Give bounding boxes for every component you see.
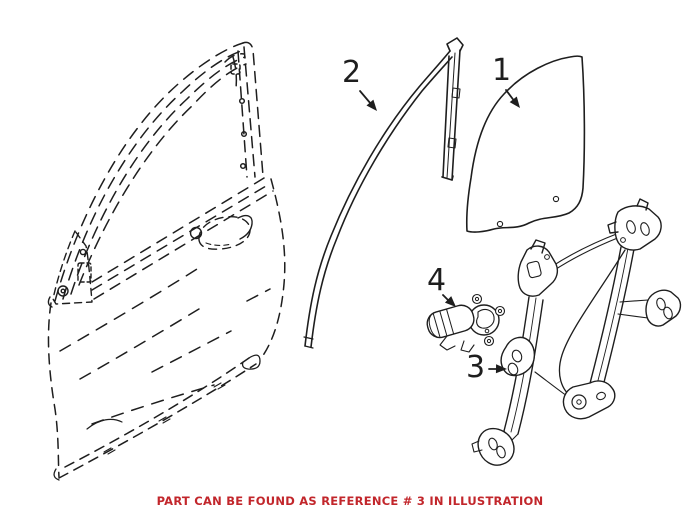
callout-2-arrow-icon (359, 90, 377, 111)
glass-mount-hole (496, 220, 504, 228)
regulator-front-rail (471, 239, 559, 466)
window-run-channel-part (303, 37, 464, 349)
callout-1-arrow-icon (505, 89, 520, 108)
illustration-reference-note: PART CAN BE FOUND AS REFERENCE # 3 IN IL… (156, 494, 544, 508)
callout-label-3: 3 (466, 350, 486, 385)
door-handle (189, 214, 253, 250)
callout-3-arrow-icon (488, 364, 507, 374)
mirror-mount-triangle (47, 230, 93, 308)
door-belt-line (91, 174, 274, 300)
callout-label-1: 1 (492, 53, 512, 88)
callout-4-arrow-icon (442, 294, 456, 307)
door-panel-drawing (47, 41, 286, 481)
callout-label-2: 2 (342, 55, 362, 90)
door-body-outline (47, 178, 286, 481)
regulator-rear-rail (562, 198, 682, 420)
door-skin-crease-lines (59, 268, 271, 430)
window-motor-part (426, 293, 506, 353)
door-window-glass-part (465, 55, 586, 233)
glass-mount-hole (552, 195, 560, 203)
callout-label-4: 4 (427, 263, 447, 298)
door-window-frame (54, 42, 247, 302)
door-b-pillar (224, 41, 264, 178)
window-regulator-part (471, 198, 682, 466)
